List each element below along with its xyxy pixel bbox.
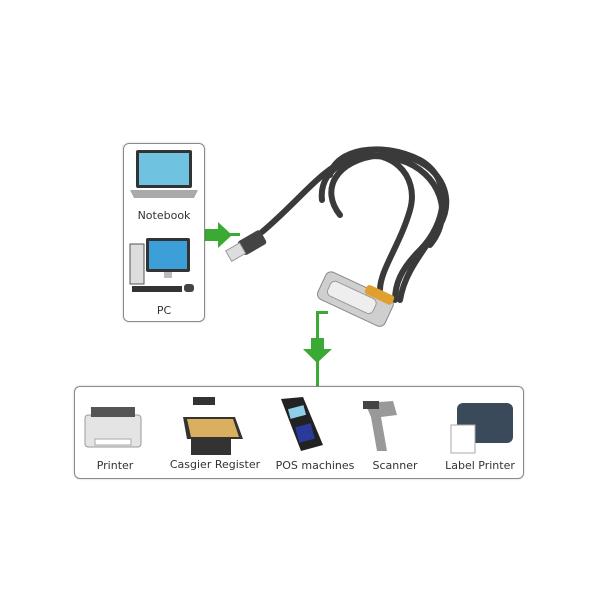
barcode-scanner-icon	[363, 401, 397, 451]
arrow-down-icon	[303, 311, 332, 386]
cable-icon	[259, 146, 450, 303]
source-devices-panel: Notebook PC	[123, 143, 205, 322]
device-label-printer: Printer	[96, 459, 134, 472]
db25-connector-icon	[317, 271, 395, 327]
source-label-notebook: Notebook	[137, 209, 191, 222]
label-printer-icon	[450, 403, 513, 454]
laptop-icon	[130, 150, 198, 198]
desktop-pc-icon	[129, 238, 194, 292]
target-devices-panel: Printer Casgier Register POS machines Sc…	[74, 386, 524, 479]
device-label-cash-register: Casgier Register	[169, 458, 261, 471]
cash-register-icon	[183, 397, 243, 455]
source-label-pc: PC	[156, 304, 172, 317]
device-label-label-printer: Label Printer	[445, 459, 515, 472]
arrow-right-icon	[205, 222, 240, 248]
device-illustrations	[84, 397, 513, 455]
printer-icon	[84, 407, 142, 448]
device-label-scanner: Scanner	[372, 459, 418, 472]
device-label-pos-machines: POS machines	[275, 459, 355, 472]
pos-terminal-icon	[281, 397, 323, 451]
usb-plug-icon	[225, 230, 267, 263]
